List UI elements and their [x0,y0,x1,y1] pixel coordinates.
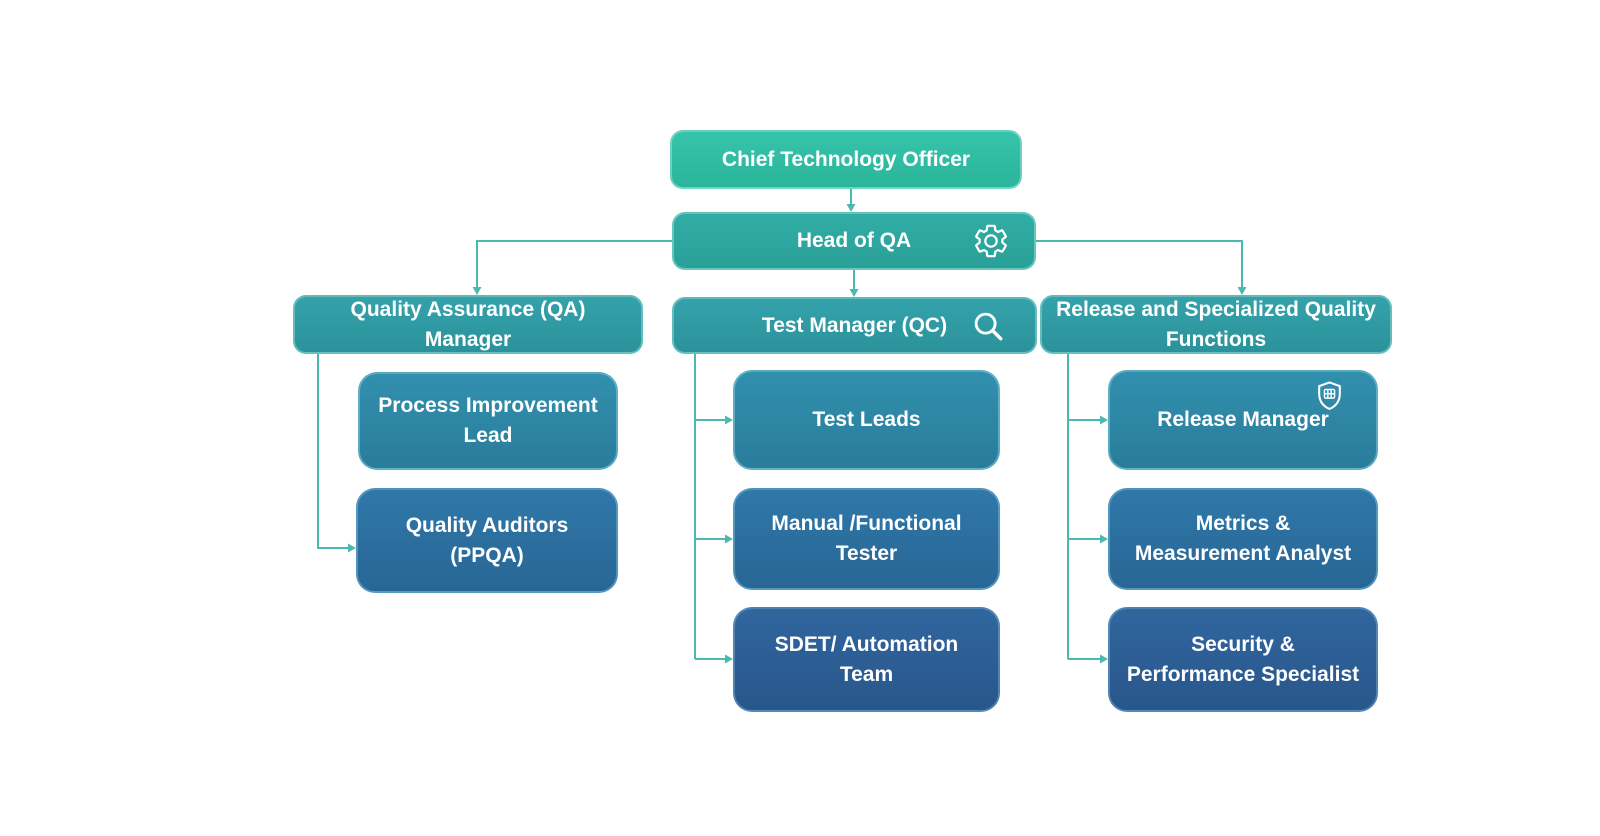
node-label: Test Leads [812,408,921,432]
shield-grid-icon [1318,381,1341,411]
node-test-leads: Test Leads [733,370,1000,470]
node-metrics-measurement-analyst: Metrics & Measurement Analyst [1108,488,1378,590]
node-label: Quality Assurance (QA) Manager [350,297,586,351]
node-security-performance-specialist: Security & Performance Specialist [1108,607,1378,712]
node-quality-auditors-ppqa: Quality Auditors (PPQA) [356,488,618,593]
node-label: Manual /Functional Tester [771,512,962,565]
search-icon [974,312,1003,340]
node-process-improvement-lead: Process Improvement Lead [358,372,618,470]
node-label: Quality Auditors (PPQA) [405,513,569,567]
node-sdet-automation-team: SDET/ Automation Team [733,607,1000,712]
node-label: Chief Technology Officer [721,147,971,171]
node-label: SDET/ Automation Team [774,632,959,686]
node-label: Process Improvement Lead [378,394,598,447]
node-label: Release and Specialized Quality Function… [1056,297,1376,351]
node-label: Security & Performance Specialist [1126,632,1360,686]
gear-icon [975,224,1007,258]
node-label: Head of QA [796,229,912,253]
node-chief-technology-officer: Chief Technology Officer [670,130,1022,189]
node-label: Metrics & Measurement Analyst [1134,512,1352,565]
node-release-manager: Release Manager [1108,370,1378,470]
node-test-manager: Test Manager (QC) [672,297,1037,354]
node-label: Test Manager (QC) [761,313,948,337]
node-label: Release Manager [1157,408,1329,432]
node-release-and-specialized-quality-functions: Release and Specialized Quality Function… [1040,295,1392,354]
node-head-of-qa: Head of QA [672,212,1036,270]
node-qa-manager: Quality Assurance (QA) Manager [293,295,643,354]
node-manual-functional-tester: Manual /Functional Tester [733,488,1000,590]
